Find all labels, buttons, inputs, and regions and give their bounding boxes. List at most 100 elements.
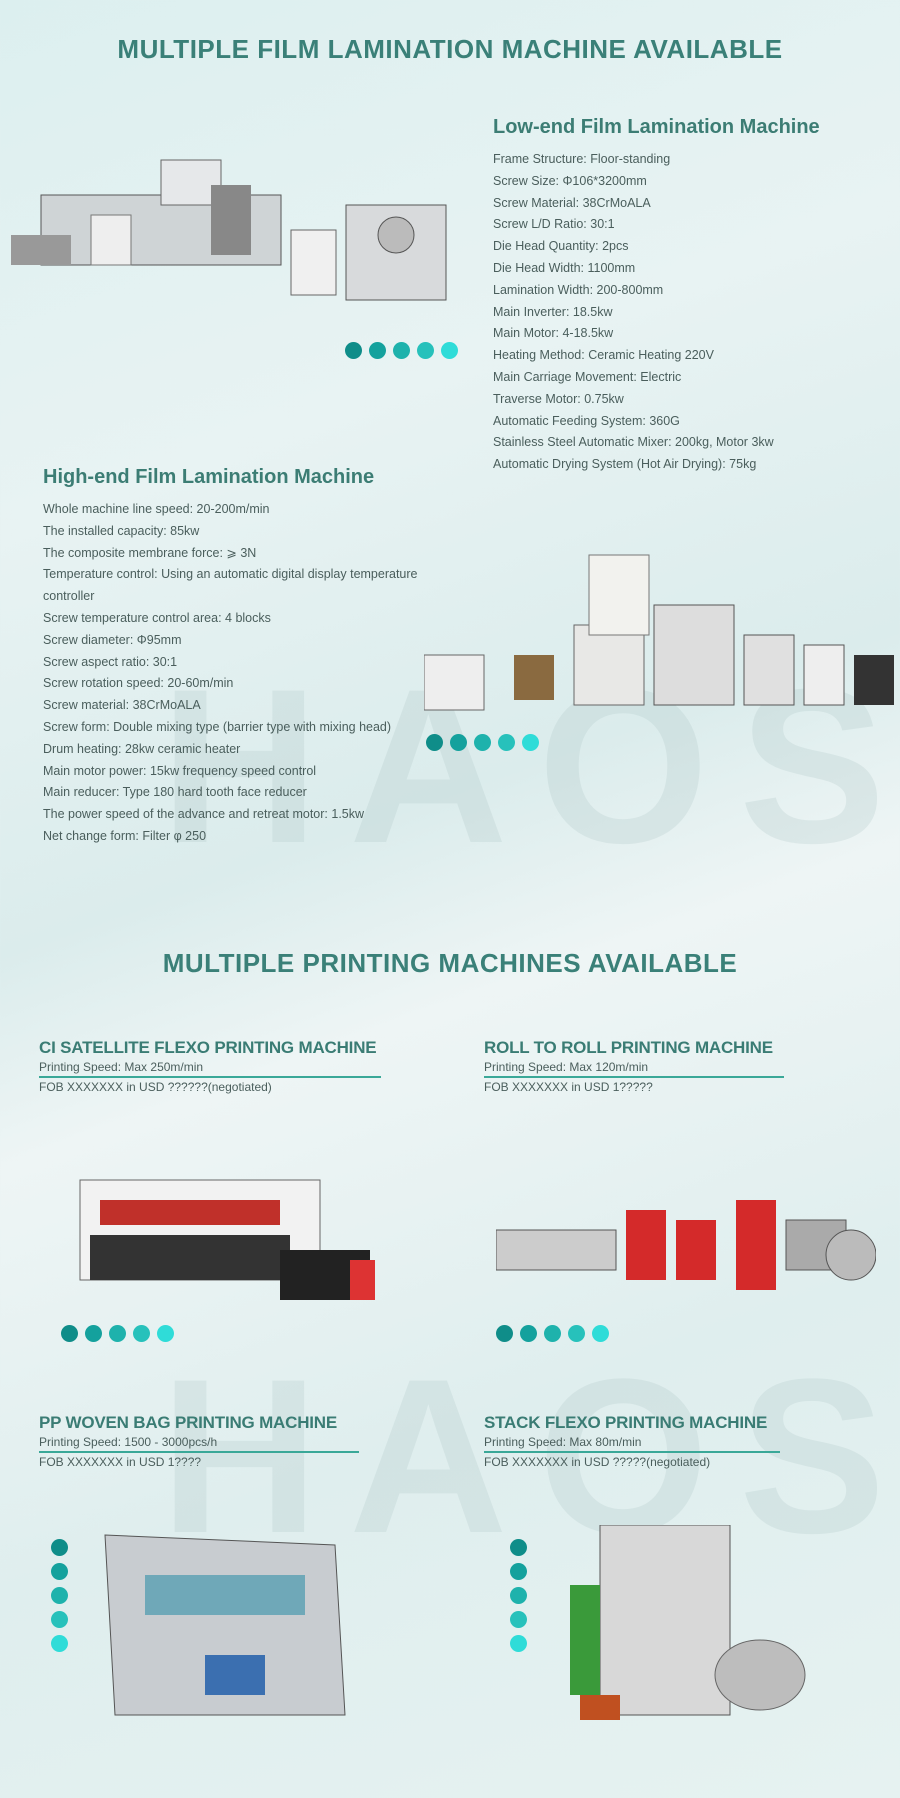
divider bbox=[39, 1076, 381, 1078]
carousel-dot[interactable] bbox=[51, 1611, 68, 1628]
carousel-dots[interactable] bbox=[496, 1325, 609, 1342]
pp-woven-bag-machine-image bbox=[104, 1534, 346, 1716]
spec-item: Screw aspect ratio: 30:1 bbox=[43, 654, 178, 669]
price: FOB XXXXXXX in USD 1???? bbox=[39, 1455, 202, 1469]
divider bbox=[39, 1451, 359, 1453]
carousel-dot[interactable] bbox=[510, 1611, 527, 1628]
roll-to-roll-card: ROLL TO ROLL PRINTING MACHINE Printing S… bbox=[484, 1038, 784, 1094]
machine-title: CI SATELLITE FLEXO PRINTING MACHINE bbox=[39, 1038, 377, 1057]
spec-item: Traverse Motor: 0.75kw bbox=[493, 391, 624, 406]
spec-item: Screw temperature control area: 4 blocks bbox=[43, 610, 271, 625]
machine-title: PP WOVEN BAG PRINTING MACHINE bbox=[39, 1413, 338, 1432]
ci-flexo-machine-image bbox=[79, 1179, 375, 1300]
price: FOB XXXXXXX in USD ??????(negotiated) bbox=[39, 1080, 272, 1094]
carousel-dot[interactable] bbox=[51, 1563, 68, 1580]
printing-speed: Printing Speed: 1500 - 3000pcs/h bbox=[39, 1435, 218, 1449]
carousel-dot[interactable] bbox=[133, 1325, 150, 1342]
printing-speed: Printing Speed: Max 120m/min bbox=[484, 1060, 649, 1074]
pp-woven-bag-card: PP WOVEN BAG PRINTING MACHINE Printing S… bbox=[39, 1413, 359, 1469]
carousel-dot[interactable] bbox=[592, 1325, 609, 1342]
spec-item: Frame Structure: Floor-standing bbox=[493, 152, 671, 166]
watermark: HAOSEN bbox=[160, 1333, 900, 1579]
divider bbox=[484, 1076, 784, 1078]
carousel-dot[interactable] bbox=[393, 342, 410, 359]
carousel-dot[interactable] bbox=[474, 734, 491, 751]
spec-item: Die Head Quantity: 2pcs bbox=[493, 239, 629, 254]
spec-item: The power speed of the advance and retre… bbox=[43, 807, 365, 822]
spec-item: Heating Method: Ceramic Heating 220V bbox=[493, 348, 714, 363]
spec-item: Screw rotation speed: 20-60m/min bbox=[43, 676, 234, 691]
carousel-dot[interactable] bbox=[426, 734, 443, 751]
carousel-dot[interactable] bbox=[417, 342, 434, 359]
carousel-dot[interactable] bbox=[109, 1325, 126, 1342]
carousel-dot[interactable] bbox=[85, 1325, 102, 1342]
divider bbox=[484, 1451, 780, 1453]
carousel-dot[interactable] bbox=[510, 1539, 527, 1556]
carousel-dot[interactable] bbox=[498, 734, 515, 751]
spec-item: Screw L/D Ratio: 30:1 bbox=[493, 217, 615, 232]
carousel-dots[interactable] bbox=[345, 342, 458, 359]
machine-title: STACK FLEXO PRINTING MACHINE bbox=[484, 1413, 768, 1432]
spec-item: Screw Size: Φ106*3200mm bbox=[493, 173, 647, 188]
spec-item: Main Motor: 4-18.5kw bbox=[493, 326, 614, 341]
carousel-dots[interactable] bbox=[510, 1539, 527, 1652]
spec-item: The installed capacity: 85kw bbox=[43, 523, 200, 538]
price: FOB XXXXXXX in USD ?????(negotiated) bbox=[484, 1455, 711, 1469]
carousel-dot[interactable] bbox=[510, 1563, 527, 1580]
spec-item: Stainless Steel Automatic Mixer: 200kg, … bbox=[493, 435, 774, 450]
carousel-dots[interactable] bbox=[51, 1539, 68, 1652]
low-end-title: Low-end Film Lamination Machine bbox=[493, 116, 820, 138]
spec-item: Whole machine line speed: 20-200m/min bbox=[43, 502, 270, 516]
carousel-dots[interactable] bbox=[426, 734, 539, 751]
spec-item: Die Head Width: 1100mm bbox=[493, 260, 636, 275]
high-end-machine-image bbox=[424, 554, 894, 711]
carousel-dot[interactable] bbox=[450, 734, 467, 751]
spec-item: Main motor power: 15kw frequency speed c… bbox=[43, 763, 317, 778]
machine-title: ROLL TO ROLL PRINTING MACHINE bbox=[484, 1038, 773, 1057]
carousel-dot[interactable] bbox=[568, 1325, 585, 1342]
section-title-printing: MULTIPLE PRINTING MACHINES AVAILABLE bbox=[162, 948, 738, 978]
printing-speed: Printing Speed: Max 250m/min bbox=[39, 1060, 204, 1074]
low-end-machine-image bbox=[11, 159, 447, 301]
spec-item: Main Inverter: 18.5kw bbox=[493, 304, 613, 319]
carousel-dot[interactable] bbox=[544, 1325, 561, 1342]
carousel-dot[interactable] bbox=[157, 1325, 174, 1342]
spec-item: Screw material: 38CrMoALA bbox=[43, 698, 201, 713]
carousel-dot[interactable] bbox=[520, 1325, 537, 1342]
carousel-dot[interactable] bbox=[51, 1635, 68, 1652]
carousel-dot[interactable] bbox=[51, 1587, 68, 1604]
price: FOB XXXXXXX in USD 1????? bbox=[484, 1080, 653, 1094]
spec-item: Screw diameter: Φ95mm bbox=[43, 632, 182, 647]
carousel-dot[interactable] bbox=[510, 1635, 527, 1652]
high-end-title: High-end Film Lamination Machine bbox=[43, 466, 375, 488]
ci-flexo-card: CI SATELLITE FLEXO PRINTING MACHINE Prin… bbox=[39, 1038, 381, 1094]
spec-item: Screw form: Double mixing type (barrier … bbox=[43, 719, 392, 734]
spec-item: controller bbox=[43, 589, 95, 604]
spec-item: Net change form: Filter φ 250 bbox=[43, 828, 207, 843]
spec-item: Temperature control: Using an automatic … bbox=[43, 567, 418, 582]
carousel-dots[interactable] bbox=[61, 1325, 174, 1342]
carousel-dot[interactable] bbox=[369, 342, 386, 359]
carousel-dot[interactable] bbox=[441, 342, 458, 359]
carousel-dot[interactable] bbox=[522, 734, 539, 751]
carousel-dot[interactable] bbox=[345, 342, 362, 359]
spec-item: Main reducer: Type 180 hard tooth face r… bbox=[43, 785, 307, 800]
spec-item: Drum heating: 28kw ceramic heater bbox=[43, 741, 241, 756]
spec-item: Lamination Width: 200-800mm bbox=[493, 282, 664, 297]
printing-speed: Printing Speed: Max 80m/min bbox=[484, 1435, 642, 1449]
carousel-dot[interactable] bbox=[510, 1587, 527, 1604]
section-title-lamination: MULTIPLE FILM LAMINATION MACHINE AVAILAB… bbox=[117, 34, 783, 64]
roll-to-roll-machine-image bbox=[496, 1200, 876, 1290]
spec-item: Automatic Feeding System: 360G bbox=[493, 413, 680, 428]
spec-item: Main Carriage Movement: Electric bbox=[493, 369, 682, 384]
stack-flexo-machine-image bbox=[570, 1525, 806, 1720]
spec-item: Screw Material: 38CrMoALA bbox=[493, 195, 651, 210]
carousel-dot[interactable] bbox=[51, 1539, 68, 1556]
carousel-dot[interactable] bbox=[61, 1325, 78, 1342]
spec-item: Automatic Drying System (Hot Air Drying)… bbox=[493, 457, 757, 472]
carousel-dot[interactable] bbox=[496, 1325, 513, 1342]
stack-flexo-card: STACK FLEXO PRINTING MACHINE Printing Sp… bbox=[484, 1413, 780, 1469]
spec-item: The composite membrane force: ⩾ 3N bbox=[43, 545, 257, 560]
